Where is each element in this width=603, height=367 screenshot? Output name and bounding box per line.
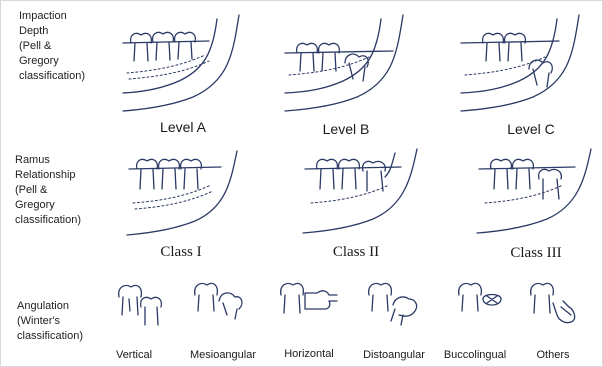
caption-vertical: Vertical [116, 349, 152, 361]
caption-class-ii: Class II [333, 244, 379, 261]
jaw-sketch-class-iii [475, 147, 603, 239]
jaw-sketch-level-b [283, 13, 413, 118]
caption-level-a: Level A [160, 119, 206, 135]
caption-class-iii: Class III [510, 245, 561, 262]
jaw-sketch-class-ii [301, 147, 431, 239]
caption-distoangular: Distoangular [363, 349, 425, 361]
caption-class-i: Class I [160, 244, 201, 261]
caption-level-b: Level B [323, 121, 370, 137]
tooth-sketch-others [527, 281, 581, 331]
tooth-sketch-mesioangular [189, 279, 249, 329]
jaw-sketch-level-a [121, 13, 251, 118]
row-label-angulation: Angulation (Winter's classification) [17, 299, 83, 344]
caption-level-c: Level C [507, 121, 554, 137]
caption-mesioangular: Mesioangular [190, 349, 256, 361]
tooth-sketch-distoangular [365, 281, 425, 331]
tooth-sketch-horizontal [277, 279, 341, 323]
jaw-sketch-level-c [459, 13, 589, 118]
tooth-sketch-vertical [115, 281, 165, 331]
caption-others: Others [536, 349, 569, 361]
row-label-ramus-relationship: Ramus Relationship (Pell & Gregory class… [15, 153, 81, 228]
row-label-impaction-depth: Impaction Depth (Pell & Gregory classifi… [19, 9, 85, 84]
caption-buccolingual: Buccolingual [444, 349, 506, 361]
caption-horizontal: Horizontal [284, 348, 334, 360]
tooth-sketch-buccolingual [455, 281, 505, 321]
jaw-sketch-class-i [125, 149, 255, 239]
